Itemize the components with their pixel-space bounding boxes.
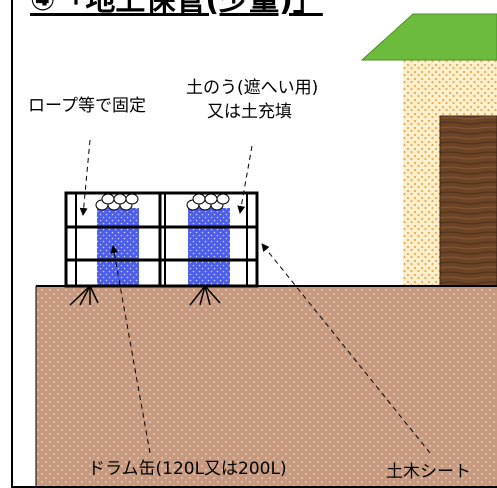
label-sandbag-line2: 又は土充填 [207, 102, 292, 122]
anchor-stakes [69, 285, 221, 306]
house [360, 13, 497, 289]
page-border [11, 0, 497, 488]
sandbags [95, 193, 230, 211]
house-door [439, 115, 497, 289]
drum-right [188, 208, 230, 286]
sheet-frame [64, 191, 259, 288]
leader-drum [110, 245, 151, 454]
house-roof [360, 13, 497, 61]
diagram-title: ④「地上保管(少量)」 [30, 0, 323, 18]
leader-lines [79, 139, 431, 454]
label-sheet: 土木シート [386, 462, 471, 482]
leader-rope [79, 139, 91, 216]
label-drum: ドラム缶(120L又は200L) [88, 459, 287, 479]
leader-sandbag [237, 145, 253, 214]
ground [36, 286, 497, 488]
label-rope: ロープ等で固定 [28, 96, 146, 116]
label-sandbag-line1: 土のう(遮へい用) [186, 78, 319, 98]
